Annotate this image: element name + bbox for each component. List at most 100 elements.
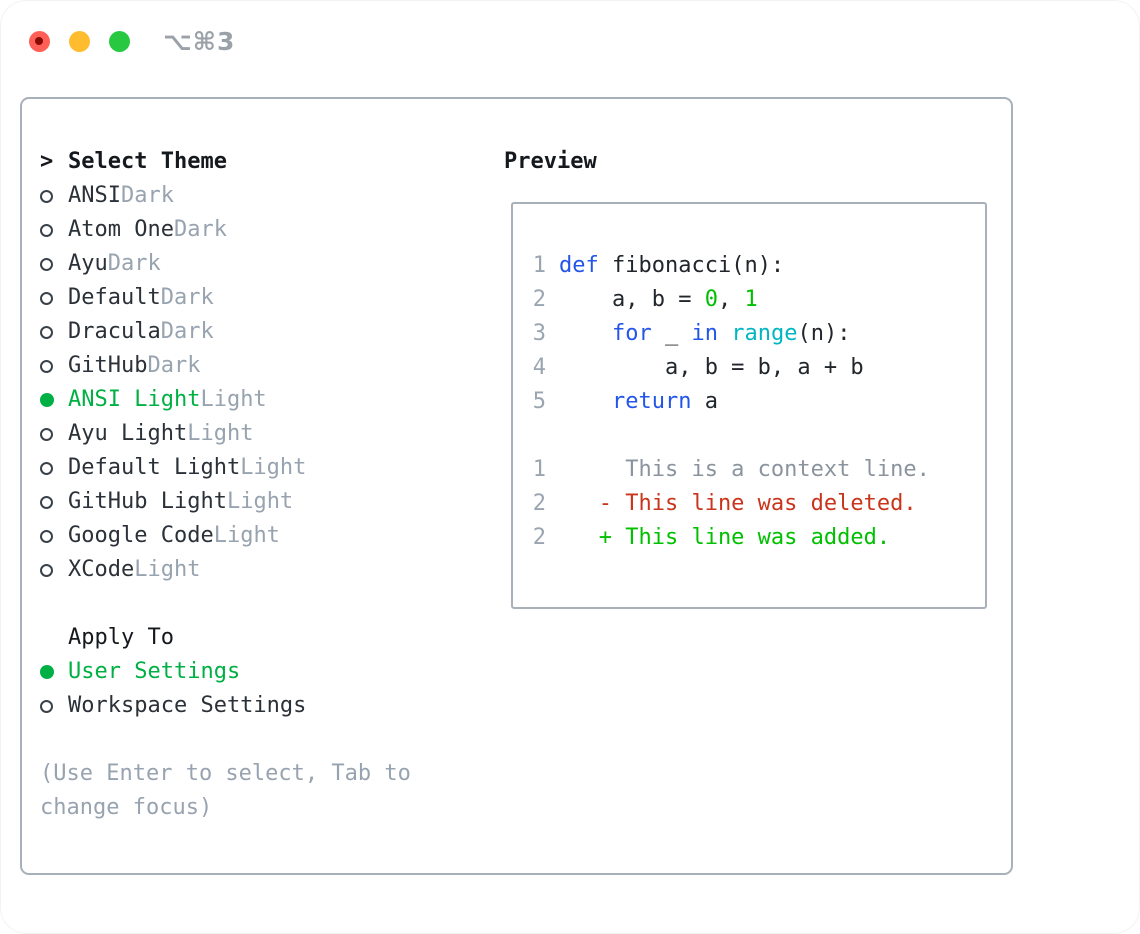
code-text: a, b = b, a + b	[559, 351, 864, 385]
radio-icon	[40, 529, 53, 543]
code-text: return a	[559, 385, 718, 419]
theme-name: Default Light	[68, 455, 241, 480]
marker-cell	[40, 189, 68, 203]
theme-name: Ayu Light	[68, 421, 188, 446]
marker-cell	[40, 699, 68, 713]
code-token: This is a context line.	[559, 457, 930, 482]
code-token: a, b = b, a + b	[559, 355, 864, 380]
code-text: for _ in range(n):	[559, 317, 850, 351]
theme-option[interactable]: ANSI Light Light	[40, 383, 480, 417]
theme-option[interactable]: GitHub Dark	[40, 349, 480, 383]
theme-variant: Dark	[147, 353, 201, 378]
close-button-icon[interactable]	[29, 31, 50, 52]
apply-to-heading-row: Apply To	[40, 621, 480, 655]
preview-line: 2 - This line was deleted.	[532, 487, 985, 521]
theme-variant: Dark	[107, 251, 161, 276]
theme-name: Default	[68, 285, 161, 310]
radio-icon	[40, 291, 53, 305]
preview-line	[532, 419, 985, 453]
theme-name: Ayu	[68, 251, 108, 276]
radio-icon	[40, 563, 53, 577]
theme-variant: Light	[226, 489, 294, 514]
theme-name: Atom One	[68, 217, 174, 242]
marker-cell	[40, 325, 68, 339]
preview-line: 5 return a	[532, 385, 985, 419]
code-text: This is a context line.	[559, 453, 930, 487]
code-token: a	[691, 389, 718, 414]
code-token	[559, 321, 612, 346]
marker-cell	[40, 223, 68, 237]
theme-option[interactable]: Default Light Light	[40, 451, 480, 485]
marker-cell	[40, 495, 68, 509]
preview-line: 2 a, b = 0, 1	[532, 283, 985, 317]
zoom-button-icon[interactable]	[109, 31, 130, 52]
theme-variant: Dark	[120, 183, 174, 208]
code-token: in	[691, 321, 718, 346]
hint-text: (Use Enter to select, Tab to change focu…	[40, 761, 411, 820]
preview-line: 1 This is a context line.	[532, 453, 985, 487]
code-token: + This line was added.	[559, 525, 891, 550]
line-number: 5	[532, 389, 546, 414]
code-text: def fibonacci(n):	[559, 249, 784, 283]
theme-option[interactable]: Default Dark	[40, 281, 480, 315]
titlebar: ⌥⌘3	[29, 27, 235, 56]
marker-cell	[40, 393, 68, 407]
marker-cell	[40, 291, 68, 305]
minimize-button-icon[interactable]	[69, 31, 90, 52]
line-number: 2	[532, 287, 546, 312]
theme-name: Dracula	[68, 319, 161, 344]
preview-line: 3 for _ in range(n):	[532, 317, 985, 351]
code-text: + This line was added.	[559, 521, 890, 555]
line-number: 1	[532, 253, 546, 278]
radio-icon	[40, 495, 53, 509]
code-token	[718, 321, 731, 346]
theme-option[interactable]: ANSI Dark	[40, 179, 480, 213]
code-token: (n):	[797, 321, 851, 346]
theme-option[interactable]: Ayu Dark	[40, 247, 480, 281]
theme-variant: Light	[134, 557, 201, 582]
marker-cell	[40, 529, 68, 543]
theme-option[interactable]: Dracula Dark	[40, 315, 480, 349]
code-token: a, b =	[559, 287, 705, 312]
marker-cell	[40, 461, 68, 475]
code-token: 0	[704, 287, 718, 312]
code-text: a, b = 0, 1	[559, 283, 758, 317]
apply-to-heading: Apply To	[68, 625, 174, 650]
radio-icon	[40, 223, 53, 237]
hotkey-label: ⌥⌘3	[163, 27, 236, 56]
line-number: 2	[532, 525, 546, 550]
theme-name: ANSI	[68, 183, 121, 208]
apply-option[interactable]: User Settings	[40, 655, 480, 689]
marker-cell	[40, 665, 68, 679]
code-token: def	[559, 253, 599, 278]
code-token: - This line was deleted.	[559, 491, 917, 516]
code-token: range	[731, 321, 798, 346]
theme-variant: Dark	[160, 285, 214, 310]
line-number: 1	[532, 457, 546, 482]
theme-option[interactable]: GitHub Light Light	[40, 485, 480, 519]
prompt-icon: >	[40, 149, 54, 174]
code-text: - This line was deleted.	[559, 487, 917, 521]
theme-option[interactable]: Google Code Light	[40, 519, 480, 553]
line-number: 4	[532, 355, 546, 380]
code-token: return	[611, 389, 692, 414]
code-token: for	[611, 321, 652, 346]
theme-variant: Light	[187, 421, 254, 446]
theme-option[interactable]: Ayu Light Light	[40, 417, 480, 451]
preview-line: 1 def fibonacci(n):	[532, 249, 985, 283]
theme-variant: Light	[240, 455, 307, 480]
theme-option[interactable]: Atom One Dark	[40, 213, 480, 247]
theme-variant: Light	[200, 387, 267, 412]
apply-option[interactable]: Workspace Settings	[40, 689, 480, 723]
select-theme-heading: Select Theme	[68, 149, 227, 174]
code-token	[559, 389, 612, 414]
radio-selected-icon	[40, 665, 54, 679]
theme-option[interactable]: XCode Light	[40, 553, 480, 587]
radio-icon	[40, 461, 53, 475]
